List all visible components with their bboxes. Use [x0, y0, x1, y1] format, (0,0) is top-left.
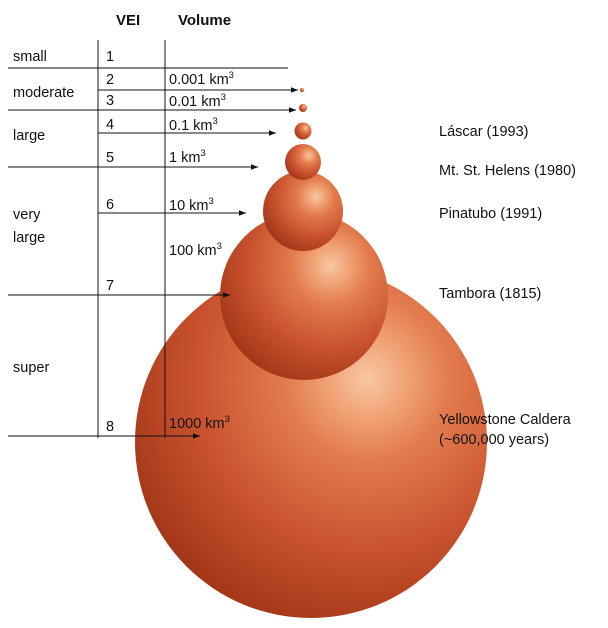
vei-number-6: 6 [106, 197, 114, 213]
eruption-yellowstone-caldera: Yellowstone Caldera [439, 412, 572, 428]
category-super: super [13, 360, 49, 376]
sphere-vei-8 [135, 266, 487, 618]
vei-number-1: 1 [106, 49, 114, 65]
volume-header: Volume [178, 12, 231, 29]
sphere-vei-4 [294, 122, 312, 140]
category-moderate: moderate [13, 85, 74, 101]
eruption-pinatubo: Pinatubo (1991) [439, 206, 542, 222]
vei-number-4: 4 [106, 117, 114, 133]
sphere-vei-6 [263, 171, 343, 251]
vei-number-7: 7 [106, 278, 114, 294]
volume-vei-7: 100 km3 [169, 241, 222, 259]
volume-vei-2: 0.001 km3 [169, 70, 234, 88]
volume-vei-4: 0.1 km3 [169, 116, 218, 134]
volume-vei-6: 10 km3 [169, 196, 214, 214]
sphere-stack [135, 88, 487, 618]
volume-vei-3: 0.01 km3 [169, 92, 226, 110]
vei-number-5: 5 [106, 150, 114, 166]
volume-vei-5: 1 km3 [169, 148, 206, 166]
sphere-vei-3 [299, 104, 307, 112]
vei-number-8: 8 [106, 419, 114, 435]
vei-header: VEI [116, 12, 140, 29]
eruption-lascar: Láscar (1993) [439, 124, 528, 140]
sphere-vei-2 [300, 88, 304, 92]
category-small: small [13, 49, 47, 65]
volume-vei-8: 1000 km3 [169, 414, 230, 432]
eruption-mt-st-helens: Mt. St. Helens (1980) [439, 163, 576, 179]
sphere-vei-7 [220, 212, 388, 380]
category-large: large [13, 128, 45, 144]
table-lines [8, 40, 298, 439]
vei-number-3: 3 [106, 93, 114, 109]
category-very-large-line-1: very [13, 207, 41, 223]
eruption-tambora: Tambora (1815) [439, 286, 541, 302]
vei-number-2: 2 [106, 72, 114, 88]
eruption-yellowstone-age: (~600,000 years) [439, 432, 549, 448]
category-very-large-line-2: large [13, 230, 45, 246]
sphere-vei-5 [285, 144, 321, 180]
